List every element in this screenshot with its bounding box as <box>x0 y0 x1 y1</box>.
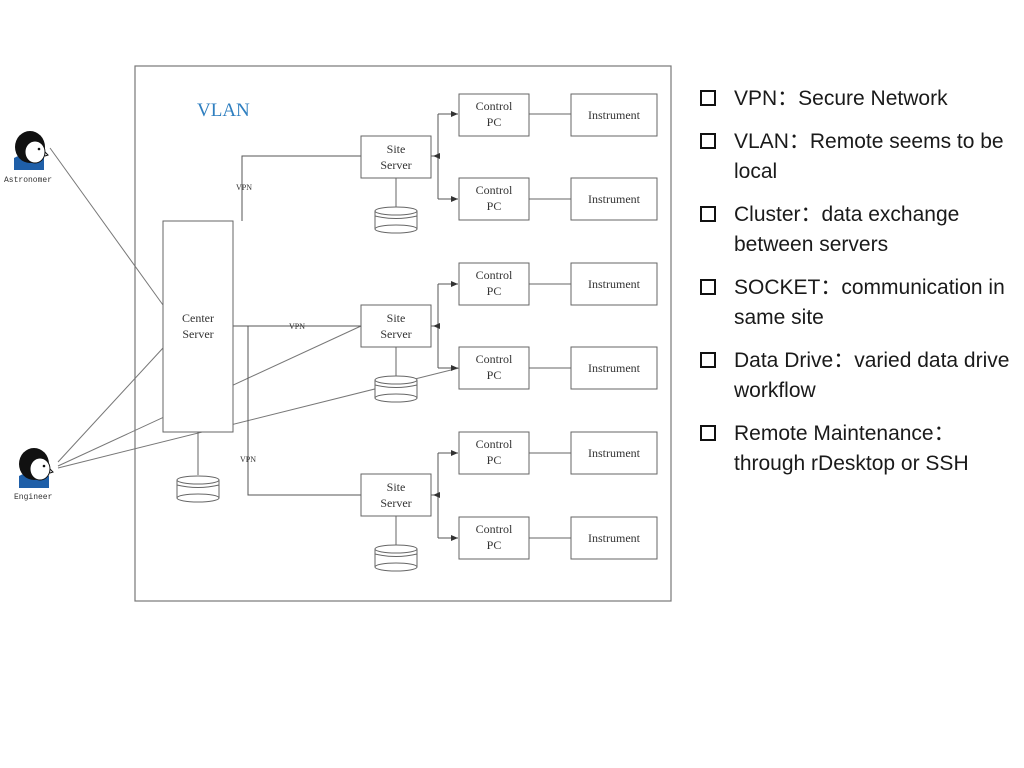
checkbox-square-icon <box>700 133 716 149</box>
control-pc-2a <box>458 262 530 306</box>
bullet-remote-maintenance: Remote Maintenance：through rDesktop or S… <box>700 419 1018 479</box>
astronomer-person-icon <box>14 131 49 170</box>
control-pc-2b-label-line2: PC <box>487 368 502 382</box>
bullet-cluster: Cluster：data exchange between servers <box>700 200 1018 260</box>
control-pc-1a-label-line2: PC <box>487 115 502 129</box>
bullet-data-drive-text: Data Drive：varied data drive workflow <box>734 349 1010 402</box>
site-3-database-icon <box>374 544 418 572</box>
control-pc-3b-label-line2: PC <box>487 538 502 552</box>
control-pc-3b-label-line1: Control <box>476 522 513 536</box>
control-pc-1b-label-line1: Control <box>476 183 513 197</box>
vlan-boundary <box>134 65 672 602</box>
checkbox-square-icon <box>700 206 716 222</box>
site-3: Site Server Control PC Control PC Instru… <box>360 431 658 572</box>
center-server-label-line2: Server <box>182 327 213 341</box>
center-database-icon <box>176 475 220 503</box>
network-architecture-diagram: VLAN VPN VPN VPN Center Server Site Serv… <box>4 65 672 602</box>
instrument-2b <box>570 346 658 390</box>
instrument-1a-label: Instrument <box>588 108 641 122</box>
instrument-1a <box>570 93 658 137</box>
bullet-socket: SOCKET：communication in same site <box>700 273 1018 333</box>
site-server-3 <box>360 473 432 517</box>
site-server-1-label-line2: Server <box>380 158 411 172</box>
engineer-person-icon <box>19 448 54 488</box>
bullet-socket-text: SOCKET：communication in same site <box>734 276 1005 329</box>
instrument-3b-label: Instrument <box>588 531 641 545</box>
bullet-vpn-text: VPN：Secure Network <box>734 87 948 110</box>
vpn-label-middle: VPN <box>289 322 305 331</box>
vpn-links <box>233 155 361 496</box>
instrument-2b-label: Instrument <box>588 361 641 375</box>
bullet-vpn: VPN：Secure Network <box>700 84 1018 114</box>
bullet-vlan-text: VLAN：Remote seems to be local <box>734 130 1004 183</box>
checkbox-square-icon <box>700 425 716 441</box>
control-pc-3a <box>458 431 530 475</box>
site-1: Site Server Control PC Control PC Instru… <box>360 93 658 234</box>
control-pc-1a-label-line1: Control <box>476 99 513 113</box>
astronomer-label: Astronomer <box>4 176 52 185</box>
checkbox-square-icon <box>700 279 716 295</box>
site-server-3-label-line2: Server <box>380 496 411 510</box>
bullet-cluster-text: Cluster：data exchange between servers <box>734 203 960 256</box>
instrument-3b <box>570 516 658 560</box>
checkbox-square-icon <box>700 90 716 106</box>
checkbox-square-icon <box>700 352 716 368</box>
engineer-label: Engineer <box>14 493 53 502</box>
site-server-2-label-line2: Server <box>380 327 411 341</box>
site-1-database-icon <box>374 206 418 234</box>
control-pc-1a <box>458 93 530 137</box>
control-pc-2a-label-line1: Control <box>476 268 513 282</box>
site-server-1 <box>360 135 432 179</box>
site-server-3-label-line1: Site <box>387 480 406 494</box>
vpn-label-top: VPN <box>236 183 252 192</box>
bullet-vlan: VLAN：Remote seems to be local <box>700 127 1018 187</box>
instrument-2a-label: Instrument <box>588 277 641 291</box>
instrument-3a-label: Instrument <box>588 446 641 460</box>
control-pc-3a-label-line1: Control <box>476 437 513 451</box>
control-pc-1b-label-line2: PC <box>487 199 502 213</box>
feature-bullet-list: VPN：Secure Network VLAN：Remote seems to … <box>700 84 1018 492</box>
control-pc-2a-label-line2: PC <box>487 284 502 298</box>
site-server-2-label-line1: Site <box>387 311 406 325</box>
vlan-label: VLAN <box>197 100 250 121</box>
instrument-2a <box>570 262 658 306</box>
control-pc-2b-label-line1: Control <box>476 352 513 366</box>
site-2-database-icon <box>374 375 418 403</box>
bullet-data-drive: Data Drive：varied data drive workflow <box>700 346 1018 406</box>
control-pc-3a-label-line2: PC <box>487 453 502 467</box>
site-server-2 <box>360 304 432 348</box>
control-pc-2b <box>458 346 530 390</box>
instrument-1b-label: Instrument <box>588 192 641 206</box>
instrument-1b <box>570 177 658 221</box>
vpn-label-bottom: VPN <box>240 455 256 464</box>
center-server-label-line1: Center <box>182 311 214 325</box>
site-server-1-label-line1: Site <box>387 142 406 156</box>
instrument-3a <box>570 431 658 475</box>
site-2: Site Server Control PC Control PC Instru… <box>360 262 658 403</box>
bullet-remote-maintenance-text: Remote Maintenance：through rDesktop or S… <box>734 422 969 475</box>
